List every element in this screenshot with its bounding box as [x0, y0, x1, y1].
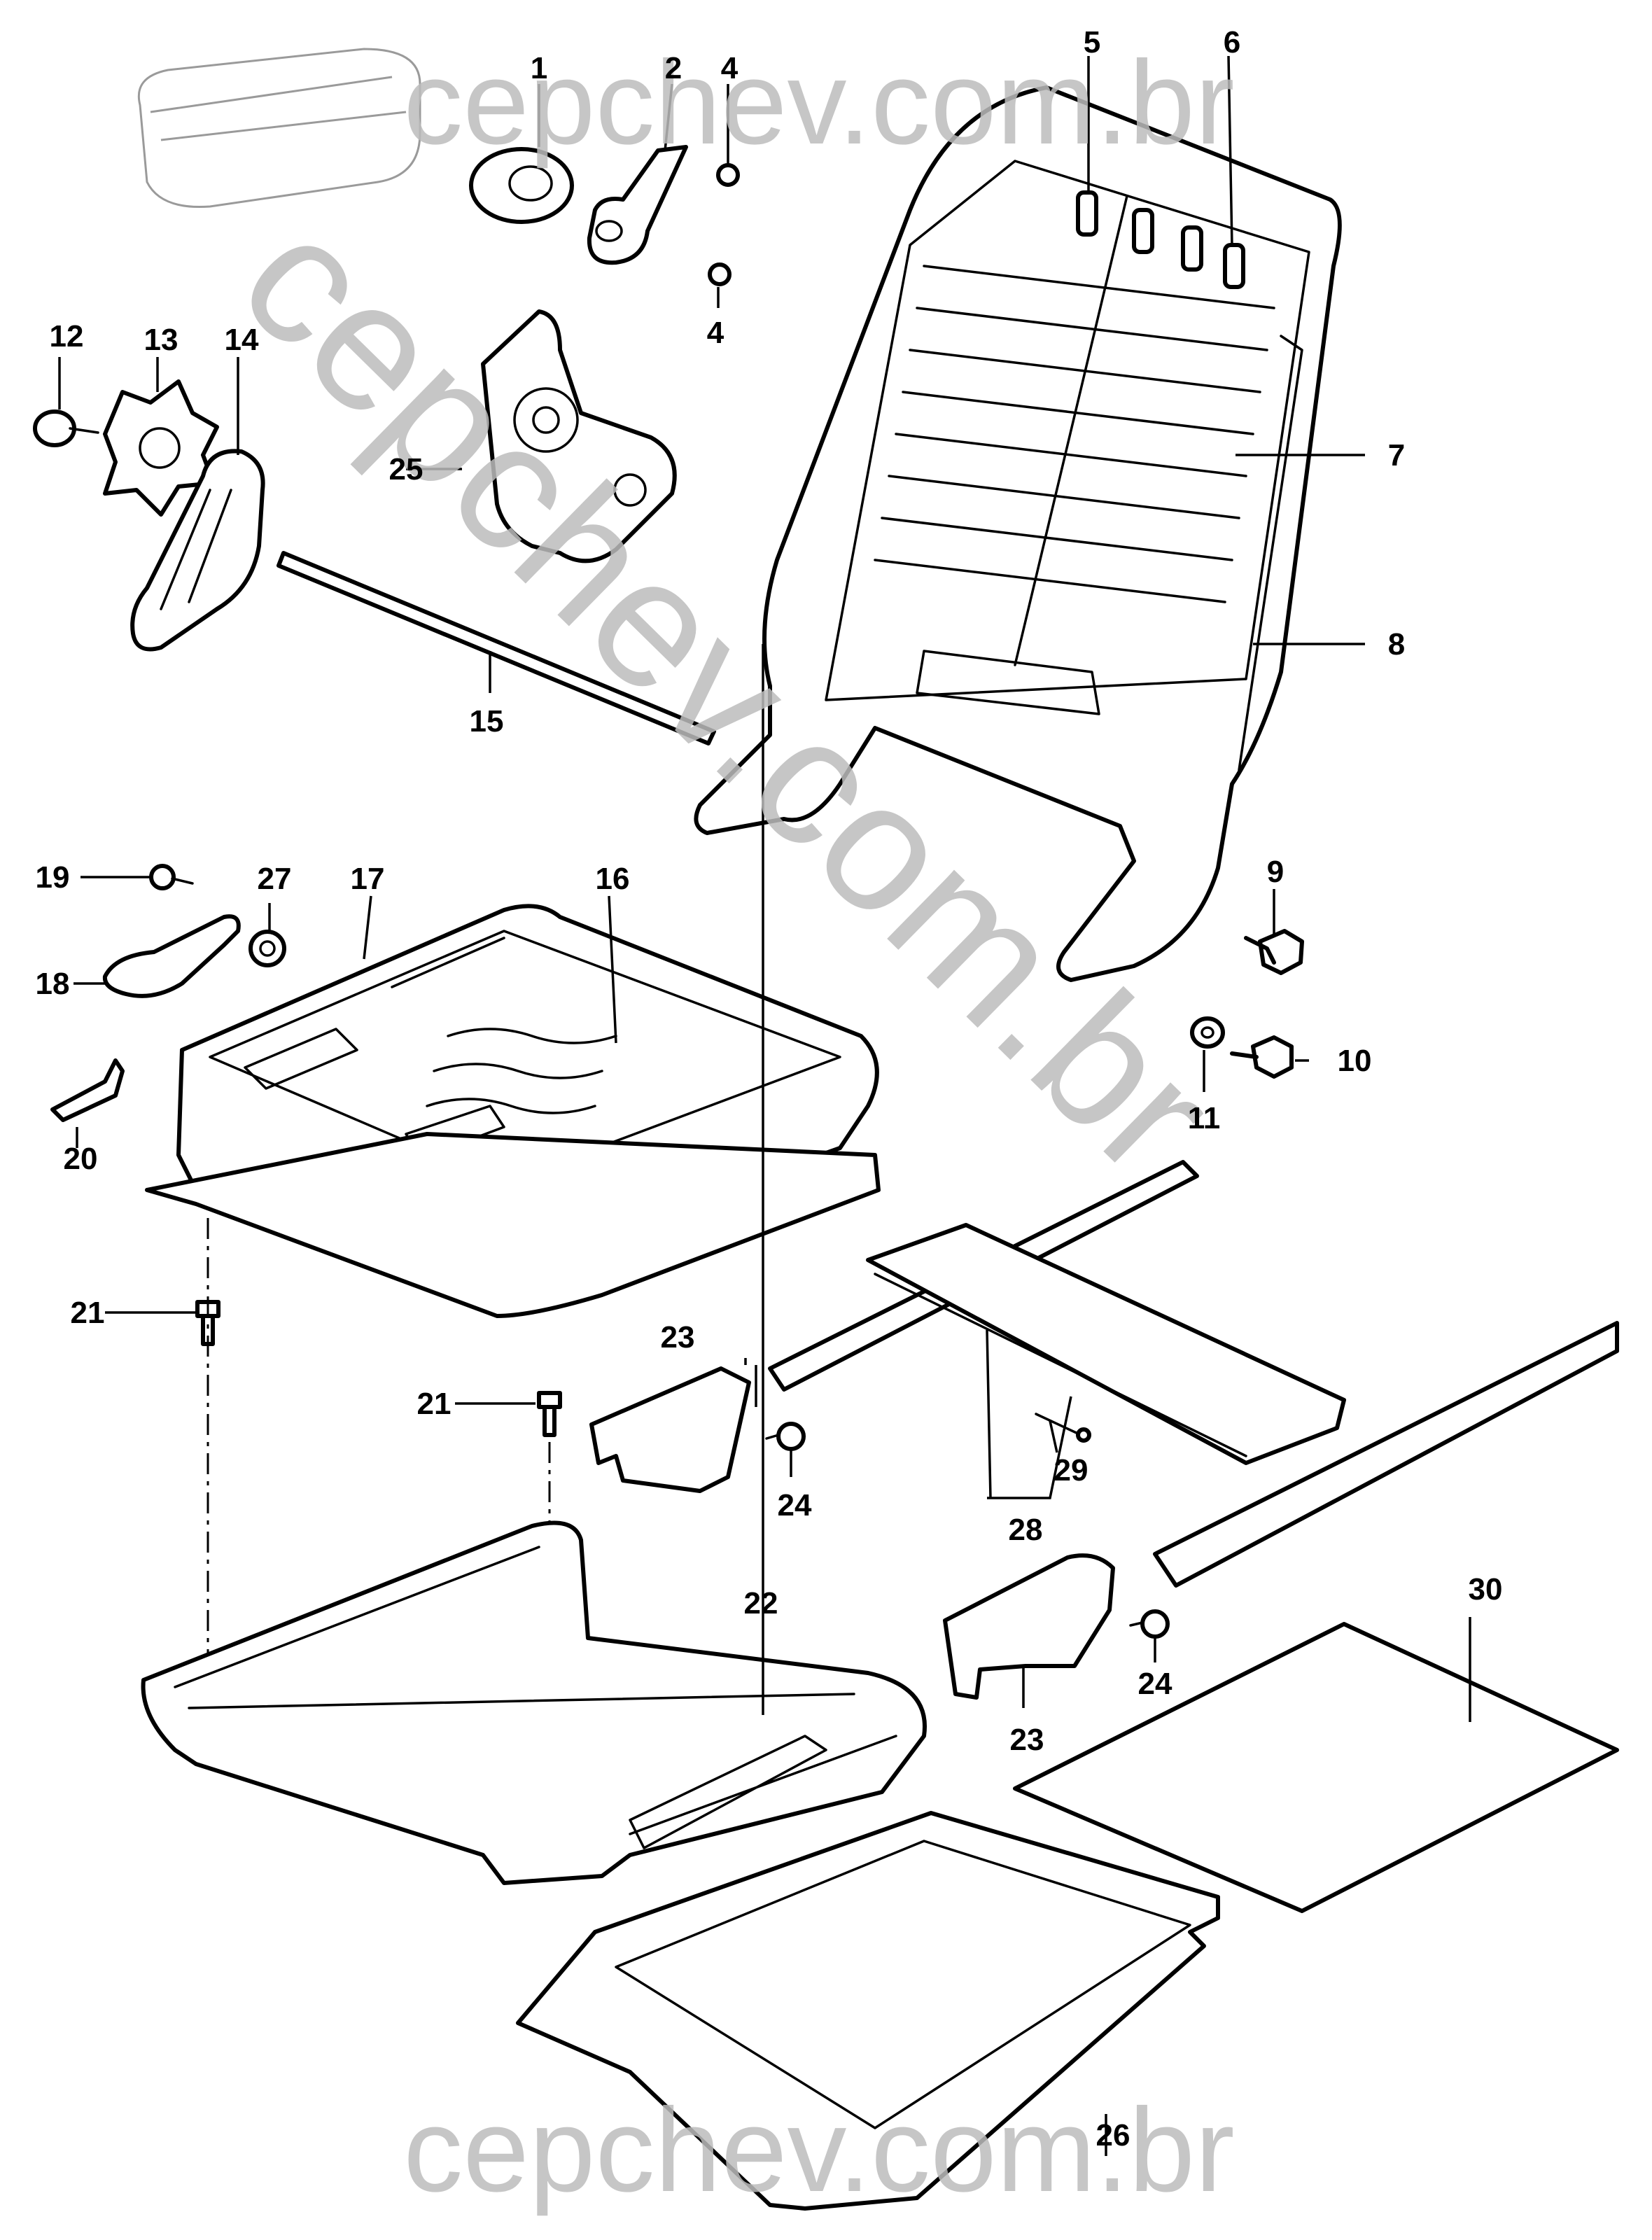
- callout-11: 11: [1188, 1101, 1221, 1135]
- part-25-recliner: [481, 309, 677, 564]
- callout-29: 29: [1054, 1453, 1088, 1488]
- part-1-knob: [469, 147, 574, 224]
- callout-21-left: 21: [71, 1296, 105, 1330]
- watermark-top: cepchev.com.br: [403, 36, 1234, 169]
- callout-18: 18: [36, 967, 70, 1001]
- callout-labels: 1 2 4 4 5 6 7 8 9 10 11 12 13 14 15 16 1…: [36, 25, 1503, 2152]
- watermark-bottom: cepchev.com.br: [403, 2084, 1234, 2217]
- callout-8: 8: [1388, 627, 1405, 662]
- callout-21-right: 21: [417, 1387, 451, 1421]
- callout-27: 27: [258, 862, 292, 896]
- callout-15: 15: [470, 704, 504, 738]
- part-27-nut: [248, 930, 286, 967]
- part-10-bolt: [1230, 1035, 1294, 1079]
- callout-1: 1: [531, 51, 547, 85]
- callout-10: 10: [1338, 1044, 1372, 1078]
- backrest-frame: [694, 85, 1342, 982]
- part-19-screw: [149, 864, 194, 890]
- callout-4-lower: 4: [707, 316, 724, 350]
- part-29-pin: [1035, 1413, 1091, 1443]
- callout-24-upper: 24: [778, 1488, 812, 1522]
- seat-frame: [145, 904, 881, 1318]
- part-21-bolt-left: [195, 1300, 220, 1346]
- leader-lines: [58, 55, 1471, 2156]
- callout-16: 16: [596, 862, 630, 896]
- callout-9: 9: [1267, 855, 1284, 889]
- callout-5: 5: [1084, 25, 1100, 59]
- part-4-nut-upper: [716, 163, 740, 187]
- callout-23-lower: 23: [1010, 1723, 1044, 1757]
- part-11-washer: [1190, 1016, 1225, 1049]
- part-14-side-cover: [130, 449, 265, 652]
- callout-19: 19: [36, 860, 70, 895]
- part-12-screw: [33, 410, 99, 447]
- callout-24-lower: 24: [1138, 1667, 1172, 1701]
- part-9-bolt: [1244, 929, 1304, 975]
- part-24-fastener-upper: [765, 1422, 806, 1451]
- callout-12: 12: [50, 319, 84, 354]
- callout-2: 2: [665, 51, 682, 85]
- part-26-tray: [516, 1811, 1220, 2211]
- part-18-handle: [102, 914, 241, 998]
- part-15-rod: [276, 551, 716, 746]
- callout-7: 7: [1388, 438, 1405, 472]
- part-23-bracket-upper: [589, 1366, 751, 1493]
- part-28-slide-rails: [768, 1160, 1619, 1588]
- callout-26: 26: [1096, 2118, 1130, 2152]
- callout-17: 17: [351, 862, 385, 896]
- part-23-bracket-lower: [943, 1553, 1115, 1700]
- callout-28: 28: [1009, 1513, 1043, 1547]
- callout-20: 20: [64, 1142, 98, 1176]
- part-6-spring: [1223, 243, 1245, 289]
- callout-23-upper: 23: [661, 1320, 695, 1354]
- part-30-panel: [1013, 1622, 1619, 1913]
- callout-22: 22: [744, 1586, 778, 1620]
- callout-6: 6: [1224, 25, 1240, 59]
- part-21-bolt-right: [537, 1391, 562, 1437]
- part-5-spring: [1076, 190, 1098, 237]
- part-24-fastener-lower: [1129, 1609, 1170, 1639]
- part-4-nut-lower: [708, 262, 732, 286]
- callout-25: 25: [389, 452, 424, 486]
- part-20-clip: [50, 1058, 125, 1122]
- callout-14: 14: [225, 323, 259, 357]
- part-22-lower-frame: [141, 1520, 927, 1885]
- headrest-ghost: [137, 48, 421, 209]
- callout-13: 13: [144, 323, 178, 357]
- callout-30: 30: [1469, 1572, 1503, 1606]
- callout-4-upper: 4: [721, 51, 738, 85]
- part-2-lever: [587, 145, 688, 265]
